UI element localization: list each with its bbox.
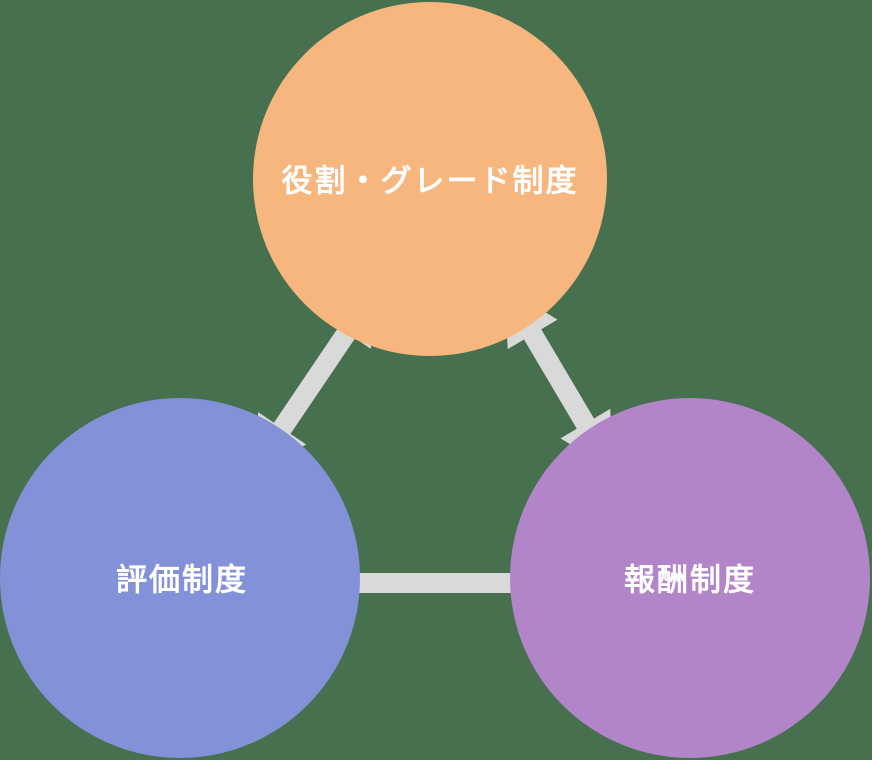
node-role-grade-label: 役割・グレード制度 [282, 164, 579, 199]
node-evaluation-circle [0, 398, 360, 758]
node-role-grade-system: 役割・グレード制度 [253, 2, 607, 356]
arrow-evaluation-compensation [303, 554, 573, 612]
node-compensation-system: 報酬制度 [510, 398, 870, 758]
node-evaluation-system: 評価制度 [0, 398, 360, 758]
node-evaluation-label: 評価制度 [116, 563, 248, 598]
node-role-grade-circle [253, 2, 607, 356]
node-compensation-circle [510, 398, 870, 758]
node-compensation-label: 報酬制度 [624, 563, 756, 598]
arrow-role-grade-compensation [505, 288, 613, 470]
